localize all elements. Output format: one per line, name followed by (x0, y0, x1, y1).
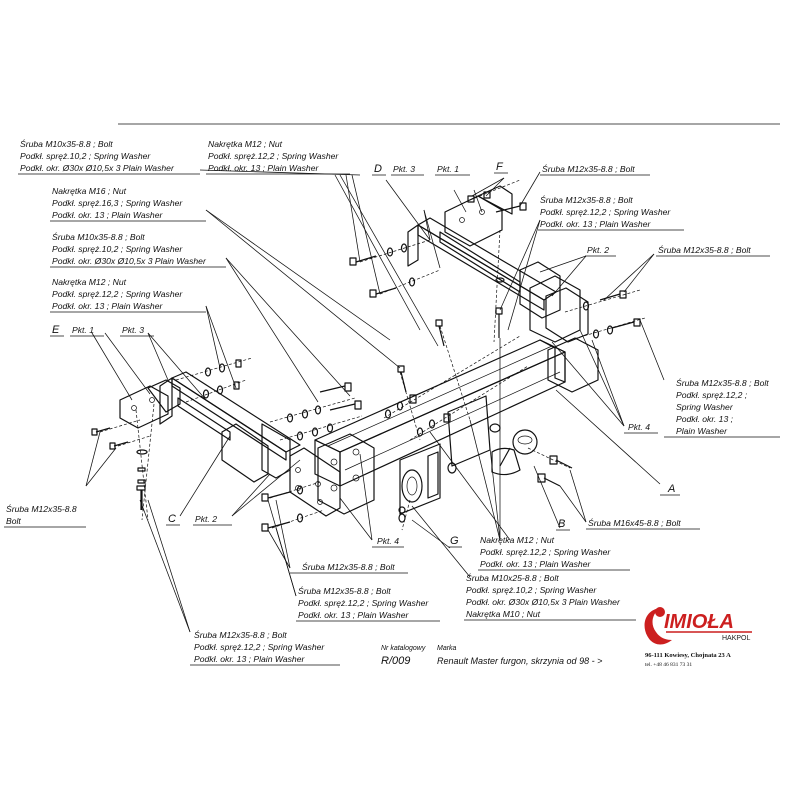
label-line: Podkł. okr. 13 ; (676, 414, 734, 424)
pkt-2-top: Pkt. 2 (587, 245, 609, 255)
hitch-plate-and-ball (399, 395, 538, 515)
label-line: Podkł. okr. 13 ; Plain Washer (194, 654, 305, 664)
label-bolt-m16: Śruba M16x45-8.8 ; Bolt (586, 517, 700, 530)
brand-ball-icon (655, 607, 665, 617)
label-line: Podkł. okr. 13 ; Plain Washer (52, 301, 163, 311)
label-line: Podkł. okr. 13 ; Plain Washer (298, 610, 409, 620)
part-letter-C: C (168, 513, 176, 525)
pkt-4-bottom: Pkt. 4 (377, 536, 399, 546)
label-line: Nakrętka M10 ; Nut (466, 609, 541, 619)
title-block: Nr katalogowy R/009 Marka Renault Master… (381, 645, 602, 667)
label-nut-m12-left: Nakrętka M12 ; Nut Podkł. spręż.12,2 ; S… (50, 277, 206, 313)
label-line: Spring Washer (676, 402, 734, 412)
label-bolt-m12-bottom-left: Śruba M12x35-8.8 Bolt (4, 503, 86, 528)
label-bolt-m10-bottom: Śruba M10x25-8.8 ; Bolt Podkł. spręż.10,… (464, 572, 636, 621)
label-line: Podkł. spręż.12,2 ; Spring Washer (52, 289, 183, 299)
label-line: Podkł. okr. Ø30x Ø10,5x 3 Plain Washer (20, 163, 175, 173)
label-bolt-m12-lowest: Śruba M12x35-8.8 ; Bolt Podkł. spręż.12,… (190, 629, 340, 666)
label-line: Podkł. spręż.10,2 ; Spring Washer (20, 151, 151, 161)
part-letter-F: F (496, 161, 504, 173)
pkt-3-left: Pkt. 3 (122, 325, 144, 335)
label-line: Podkł. okr. 13 ; Plain Washer (208, 163, 319, 173)
leader-lines (85, 169, 665, 633)
pkt-4-right: Pkt. 4 (628, 422, 650, 432)
label-line: Śruba M12x35-8.8 (6, 503, 77, 514)
label-line: Nakrętka M12 ; Nut (208, 139, 283, 149)
label-nut-m16: Nakrętka M16 ; Nut Podkł. spręż.16,3 ; S… (50, 186, 206, 222)
make-label: Marka (437, 645, 457, 652)
make-value: Renault Master furgon, skrzynia od 98 - … (437, 656, 602, 666)
label-line: Śruba M10x35-8.8 ; Bolt (20, 138, 113, 149)
pkt-1-left: Pkt. 1 (72, 325, 94, 335)
catalog-value: R/009 (381, 655, 410, 667)
label-line: Śruba M12x35-8.8 ; Bolt (302, 561, 395, 572)
label-line: Podkł. okr. 13 ; Plain Washer (52, 210, 163, 220)
label-line: Śruba M10x25-8.8 ; Bolt (466, 572, 559, 583)
label-bolt-m12-bottom-stack: Śruba M12x35-8.8 ; Bolt Podkł. spręż.12,… (296, 585, 440, 622)
label-bolt-m12-right-long: Śruba M12x35-8.8 ; Bolt Podkł. spręż.12,… (664, 377, 780, 438)
label-line: Śruba M16x45-8.8 ; Bolt (588, 517, 681, 528)
label-bolt-m12-top-right: Śruba M12x35-8.8 ; Bolt (540, 163, 650, 176)
side-bar-D-F (407, 185, 589, 343)
label-bolt-m10-top-left: Śruba M10x35-8.8 ; Bolt Podkł. spręż.10,… (18, 138, 200, 175)
label-line: Śruba M12x35-8.8 ; Bolt (676, 377, 769, 388)
label-line: Podkł. spręż.10,2 ; Spring Washer (52, 244, 183, 254)
part-letter-E: E (52, 324, 60, 336)
brand-block: IMIOŁA HAKPOL 96-111 Kowiesy, Chojnata 2… (644, 607, 752, 668)
label-line: Podkł. spręż.12,2 ; Spring Washer (208, 151, 339, 161)
fasteners (91, 179, 646, 532)
label-line: Śruba M12x35-8.8 ; Bolt (298, 585, 391, 596)
label-bolt-m12-right-stack: Śruba M12x35-8.8 ; Bolt Podkł. spręż.12,… (538, 194, 684, 231)
label-line: Podkł. okr. 13 ; Plain Washer (540, 219, 651, 229)
label-nut-m12-top: Nakrętka M12 ; Nut Podkł. spręż.12,2 ; S… (206, 139, 350, 175)
label-line: Podkł. okr. Ø30x Ø10,5x 3 Plain Washer (52, 256, 207, 266)
label-line: Śruba M12x35-8.8 ; Bolt (542, 163, 635, 174)
brand-sub: HAKPOL (722, 635, 751, 642)
label-line: Podkł. spręż.12,2 ; (676, 390, 748, 400)
label-line: Nakrętka M16 ; Nut (52, 186, 127, 196)
label-bolt-m12-far-right: Śruba M12x35-8.8 ; Bolt (656, 244, 770, 257)
label-line: Plain Washer (676, 426, 728, 436)
label-line: Podkł. spręż.12,2 ; Spring Washer (298, 598, 429, 608)
part-letter-G: G (450, 535, 459, 547)
brand-name: IMIOŁA (664, 611, 734, 633)
label-line: Podkł. spręż.10,2 ; Spring Washer (466, 585, 597, 595)
pkt-3-top: Pkt. 3 (393, 164, 415, 174)
pkt-1-top: Pkt. 1 (437, 164, 459, 174)
label-line: Nakrętka M12 ; Nut (480, 535, 555, 545)
catalog-label: Nr katalogowy (381, 645, 426, 652)
label-bolt-m12-bottom: Śruba M12x35-8.8 ; Bolt (290, 561, 408, 574)
label-line: Podkł. spręż.12,2 ; Spring Washer (480, 547, 611, 557)
label-line: Bolt (6, 516, 21, 526)
part-letter-B: B (558, 518, 565, 530)
brand-swoosh-icon (644, 608, 672, 645)
bracket-E (119, 379, 181, 429)
label-line: Nakrętka M12 ; Nut (52, 277, 127, 287)
part-letter-D: D (374, 163, 382, 175)
label-line: Śruba M12x35-8.8 ; Bolt (194, 629, 287, 640)
label-line: Podkł. okr. Ø30x Ø10,5x 3 Plain Washer (466, 597, 621, 607)
label-line: Podkł. spręż.16,3 ; Spring Washer (52, 198, 183, 208)
label-line: Śruba M10x35-8.8 ; Bolt (52, 231, 145, 242)
label-line: Podkł. okr. 13 ; Plain Washer (480, 559, 591, 569)
label-line: Śruba M12x35-8.8 ; Bolt (540, 194, 633, 205)
label-line: Podkł. spręż.12,2 ; Spring Washer (540, 207, 671, 217)
label-line: Podkł. spręż.12,2 ; Spring Washer (194, 642, 325, 652)
label-bolt-m10-mid: Śruba M10x35-8.8 ; Bolt Podkł. spręż.10,… (50, 231, 226, 268)
label-line: Śruba M12x35-8.8 ; Bolt (658, 244, 751, 255)
label-nut-m12-center: Nakrętka M12 ; Nut Podkł. spręż.12,2 ; S… (478, 535, 630, 571)
part-letter-A: A (667, 483, 675, 495)
pkt-2-bottom: Pkt. 2 (195, 514, 217, 524)
brand-phone: tel. +48 46 831 73 31 (645, 662, 692, 668)
brand-address: 96-111 Kowiesy, Chojnata 23 A (645, 652, 731, 659)
